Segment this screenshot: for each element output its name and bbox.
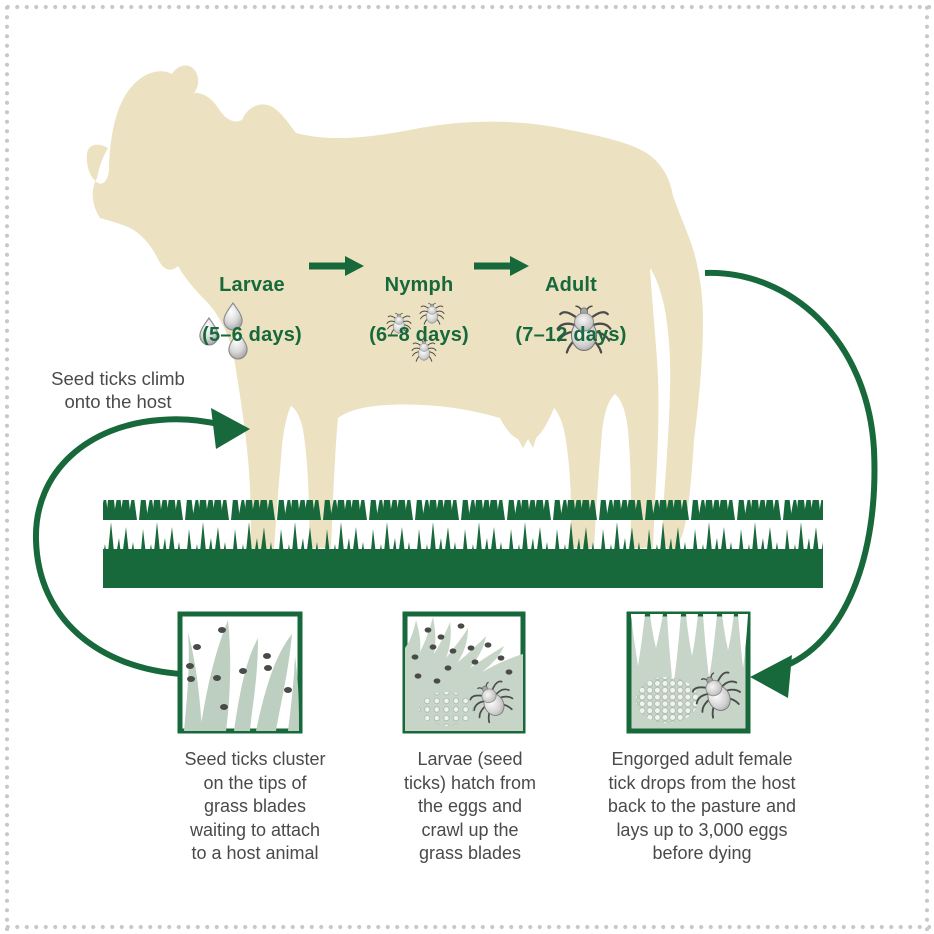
pasture-caption-hatching: Larvae (seed ticks) hatch from the eggs … [403, 749, 537, 863]
brahman-cattle-silhouette [86, 65, 703, 553]
adult-drop-to-pasture-arrow [704, 269, 878, 698]
stage-duration-adult: (7–12 days) [515, 324, 627, 346]
engorged-tick-grass-box [626, 611, 751, 734]
eggs-hatching-grass-box [402, 611, 526, 734]
pasture-caption-engorged: Engorged adult female tick drops from th… [607, 749, 797, 863]
dotted-border-left [4, 3, 10, 931]
stage-name-larvae: Larvae [219, 274, 285, 296]
stage-arrow-nymph-to-adult [474, 256, 529, 276]
pasture-grass-strip [103, 500, 823, 588]
stage-label-larvae: Larvae (5–6 days) [172, 248, 332, 373]
dotted-border-right [924, 3, 930, 931]
stage-name-adult: Adult [544, 274, 598, 296]
dotted-border-top [3, 4, 931, 10]
seed-ticks-to-host-arrow [32, 408, 250, 677]
stage-name-nymph: Nymph [384, 274, 454, 296]
stage-label-adult: Adult (7–12 days) [491, 248, 651, 373]
dotted-border-bottom [3, 924, 931, 930]
stage-duration-nymph: (6–8 days) [369, 324, 469, 346]
stage-label-nymph: Nymph (6–8 days) [339, 248, 499, 373]
seed-ticks-grass-box [177, 611, 303, 734]
pasture-caption-seed-ticks: Seed ticks cluster on the tips of grass … [184, 749, 326, 863]
host-annotation: Seed ticks climb onto the host [51, 368, 185, 412]
stage-duration-larvae: (5–6 days) [202, 324, 302, 346]
stage-arrow-larvae-to-nymph [309, 256, 364, 276]
